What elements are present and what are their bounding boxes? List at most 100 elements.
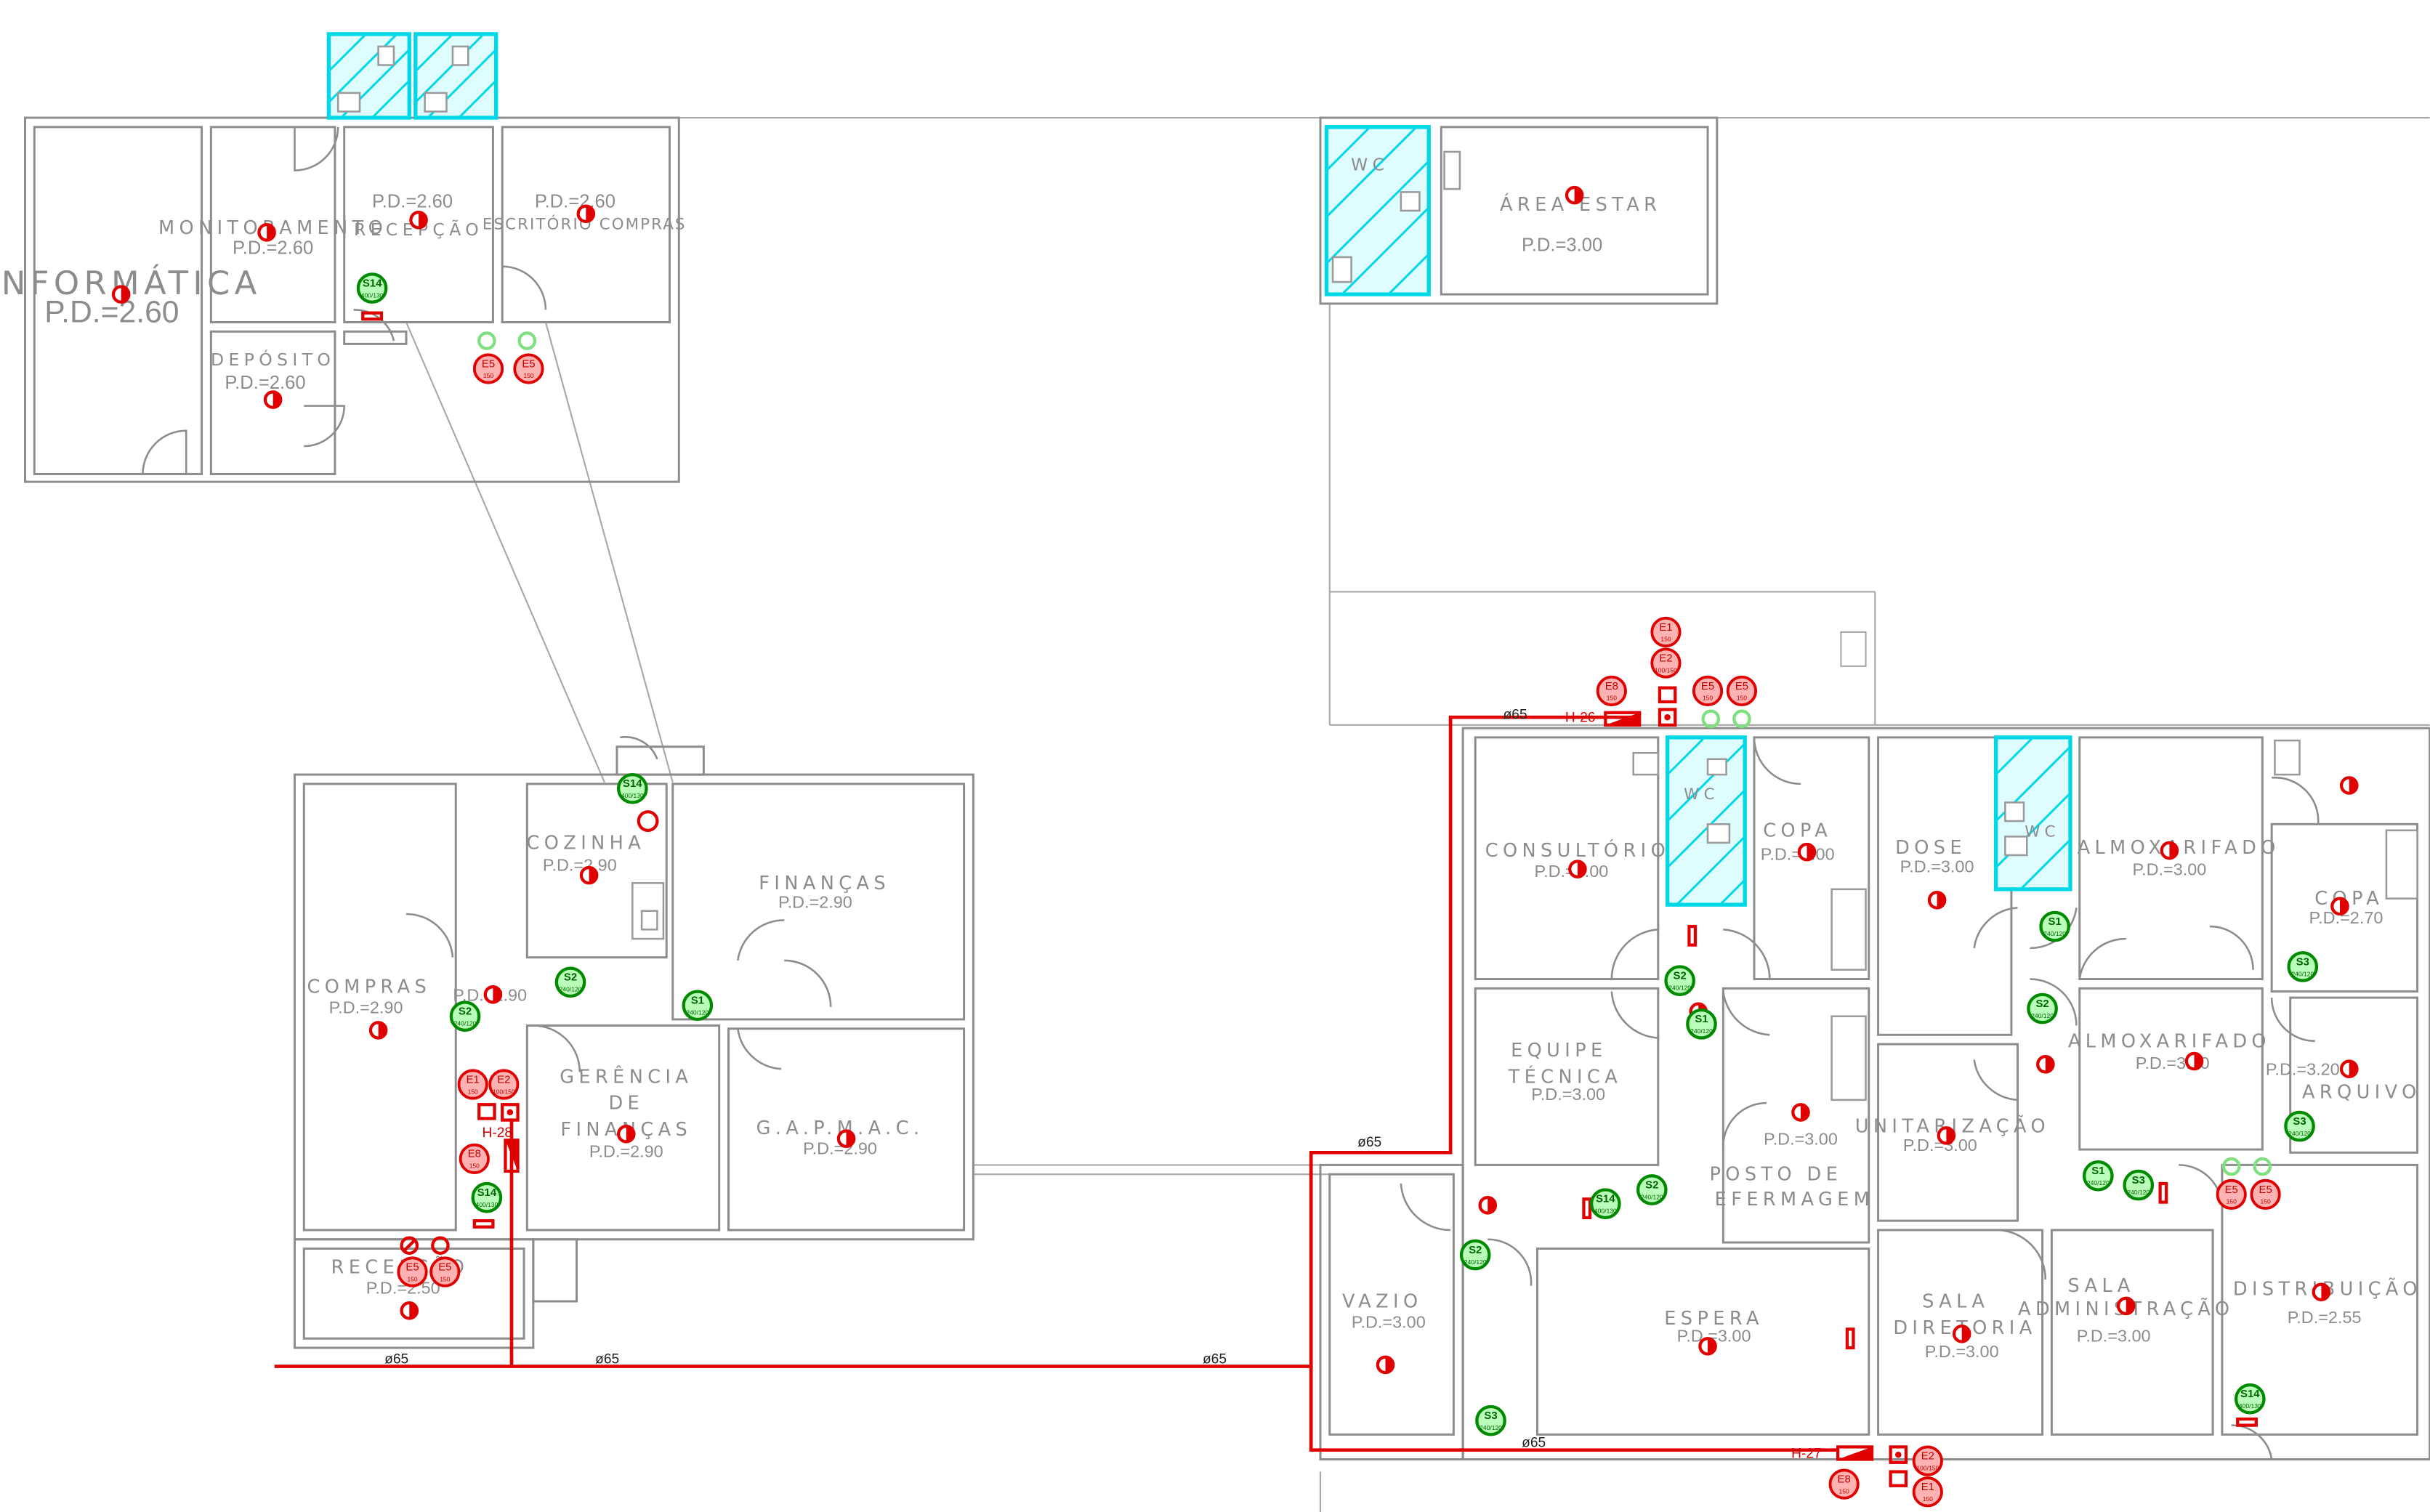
toilet-icon [1706, 823, 1731, 844]
sign-s3-marker: S3 240/120 [2284, 1110, 2315, 1142]
emergency-lamp-icon [2339, 776, 2359, 795]
emergency-lamp-icon [2184, 1051, 2204, 1071]
svg-text:240/120: 240/120 [560, 986, 582, 993]
emergency-lamp-icon [1376, 1355, 1395, 1375]
building-area-estar [1319, 116, 1719, 305]
emergency-lamp-icon [616, 1124, 636, 1144]
room-equipe-label-1: EQUIPE [1511, 1040, 1607, 1062]
svg-text:240/120: 240/120 [2288, 1130, 2311, 1137]
room-deposito-pd: P.D.=2.60 [225, 373, 305, 393]
room-cozinha-label: COZINHA [526, 832, 645, 854]
room-gerencia-pd: P.D.=2.90 [589, 1142, 663, 1161]
svg-text:150: 150 [2227, 1198, 2237, 1205]
svg-text:E5: E5 [1735, 680, 1748, 692]
room-gerencia-label-1: GERÊNCIA [560, 1066, 693, 1088]
svg-text:E8: E8 [1605, 680, 1618, 692]
svg-text:E1: E1 [1659, 621, 1672, 634]
extinguisher-icon [2158, 1181, 2168, 1204]
emergency-lamp-icon [2339, 1059, 2359, 1078]
svg-text:E5: E5 [438, 1261, 451, 1273]
sink-icon [336, 92, 361, 113]
emergency-lamp-icon [2312, 1282, 2331, 1302]
svg-text:240/120: 240/120 [454, 1019, 477, 1027]
room-posto-label-1: POSTO DE [1709, 1164, 1842, 1186]
toilet-icon [451, 45, 469, 66]
sink-icon [424, 92, 448, 113]
svg-text:E5: E5 [405, 1261, 419, 1273]
emergency-lamp-icon [263, 390, 283, 409]
room-almox1-label: ALMOXARIFADO [2078, 837, 2280, 859]
svg-text:100/150: 100/150 [493, 1088, 515, 1095]
pipe-diameter: ø65 [1203, 1351, 1227, 1367]
room-posto-label-2: EFERMAGEM [1715, 1189, 1875, 1210]
emergency-lamp-icon [257, 223, 276, 242]
svg-text:E8: E8 [1838, 1473, 1851, 1485]
room-almox2-label: ALMOXARIFADO [2068, 1030, 2271, 1052]
toilet-icon [2004, 801, 2025, 822]
hydrant-h26-label: H-26 [1565, 711, 1596, 726]
emergency-lamp-icon [576, 204, 596, 224]
svg-text:150: 150 [469, 1163, 480, 1170]
hydrant-h27-icon [1838, 1447, 1873, 1460]
room-sala-admin-label-1: SALA [2068, 1275, 2135, 1297]
sprinkler-icon [1732, 709, 1751, 729]
room-arquivo-pd: P.D.=3.20 [2266, 1060, 2340, 1079]
svg-text:S3: S3 [2293, 1115, 2306, 1128]
room-financas-label: FINANÇAS [759, 873, 890, 894]
room-monitoramento-pd: P.D.=2.60 [233, 238, 313, 259]
toilet-icon [377, 45, 395, 66]
room-compras-pd: P.D.=2.90 [329, 998, 403, 1016]
svg-text:400/130: 400/130 [2239, 1402, 2261, 1410]
room-dose-label: DOSE [1895, 837, 1966, 859]
svg-text:E5: E5 [482, 357, 495, 370]
sprinkler-icon [477, 331, 496, 350]
svg-text:240/120: 240/120 [2127, 1189, 2150, 1196]
room-vazio-label: VAZIO [1342, 1291, 1423, 1313]
room-escritorio-compras-pd: P.D.=2.60 [535, 192, 615, 212]
pipe-diameter: ø65 [1522, 1435, 1546, 1450]
alarm-button-icon [501, 1103, 520, 1122]
svg-text:150: 150 [1703, 695, 1713, 702]
emergency-lamp-icon [1927, 890, 1947, 910]
svg-text:400/130: 400/130 [1594, 1207, 1617, 1214]
hydrant-h28-icon [505, 1140, 518, 1171]
hydrant-pipes: ø65 ø65 ø65 ø65 ø65 ø65 [274, 707, 1838, 1452]
svg-text:S2: S2 [2035, 998, 2048, 1010]
svg-text:150: 150 [2261, 1198, 2271, 1205]
svg-text:S3: S3 [1484, 1410, 1497, 1422]
svg-text:E1: E1 [467, 1073, 480, 1086]
room-almox1-pd: P.D.=3.00 [2132, 860, 2206, 879]
svg-text:E5: E5 [522, 357, 535, 370]
extinguisher-icon [361, 311, 384, 321]
svg-text:100/150: 100/150 [1655, 666, 1677, 674]
emergency-lamp-icon [2160, 841, 2179, 860]
svg-text:S14: S14 [363, 277, 382, 289]
room-distribuicao-pd: P.D.=2.55 [2288, 1308, 2362, 1327]
svg-text:240/120: 240/120 [2031, 1012, 2054, 1019]
counter-icon [1443, 150, 1461, 190]
sink-icon [2004, 836, 2028, 857]
sink-icon [1331, 256, 1352, 283]
svg-text:400/130: 400/130 [475, 1201, 498, 1208]
room-espera-label: ESPERA [1664, 1308, 1764, 1330]
siren-icon [1658, 686, 1677, 704]
svg-text:150: 150 [1737, 695, 1747, 702]
shelf-icon [2274, 739, 2301, 776]
room-sala-diretoria-pd: P.D.=3.00 [1925, 1342, 1999, 1361]
svg-text:S1: S1 [691, 995, 704, 1007]
